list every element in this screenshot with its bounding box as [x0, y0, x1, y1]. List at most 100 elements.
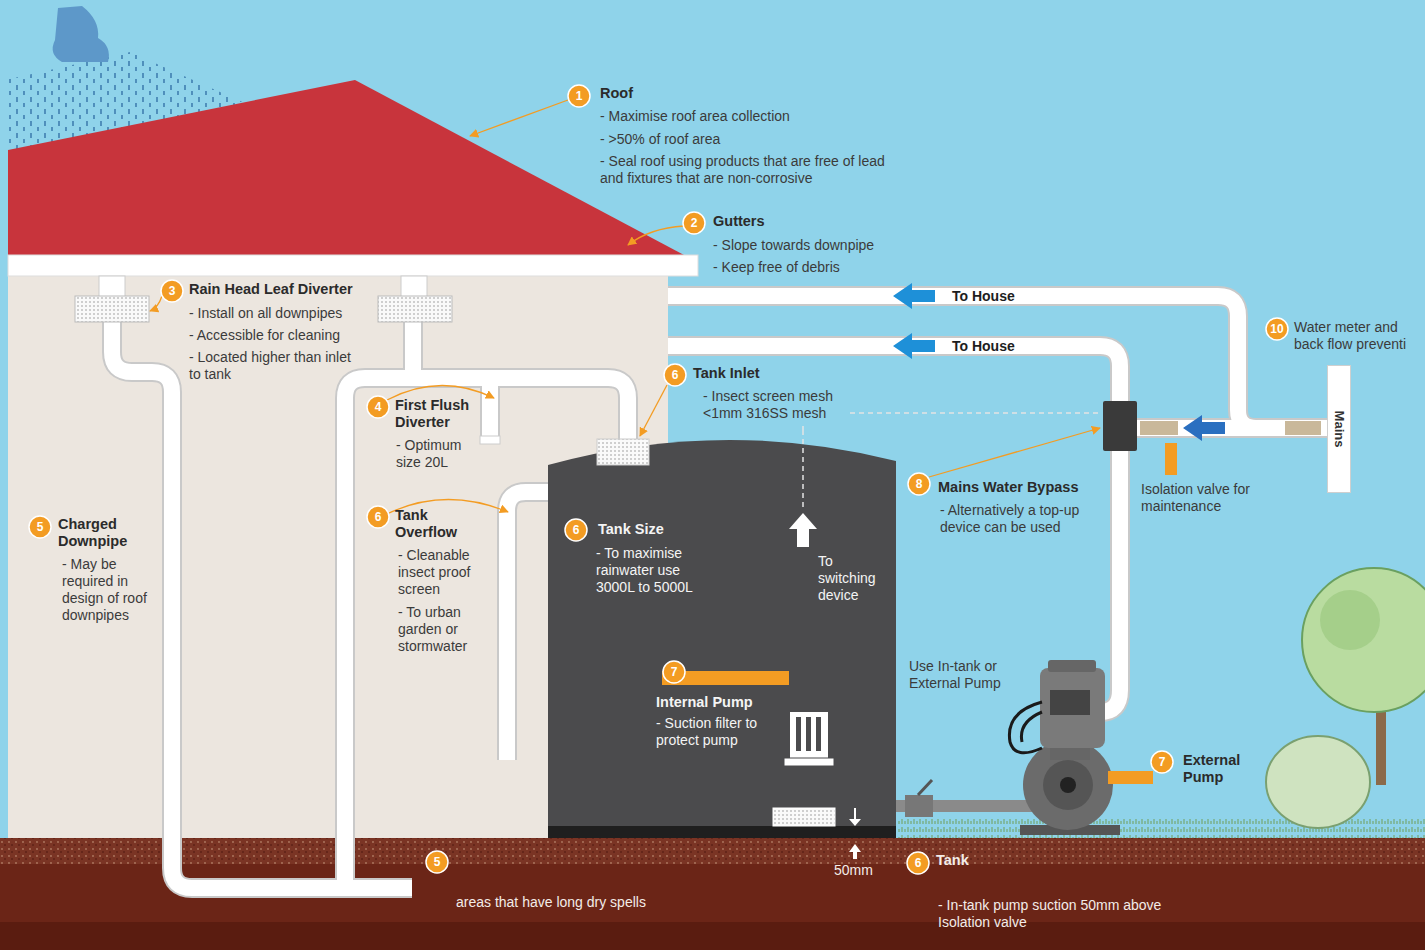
callout-number: 6: [664, 364, 686, 386]
pipe: [1135, 420, 1330, 436]
rain-head-connector: [99, 276, 427, 298]
water-tank: 6Tank Size- To maximise rainwater use 30…: [545, 425, 899, 838]
callout-text: - Maximise roof area collection: [600, 108, 790, 125]
rain-head-connector: [99, 276, 125, 298]
callout-number: 3: [161, 280, 183, 302]
callout-circle: [1266, 318, 1288, 340]
tank-outline: [789, 513, 817, 547]
callout-number: 4: [367, 396, 389, 418]
callout-circle: [367, 506, 389, 528]
leader-line: [150, 296, 162, 311]
callout-number: 7: [1151, 751, 1173, 773]
tank-outline: [790, 712, 828, 758]
outlet-pipe: [918, 780, 932, 795]
pipe: [668, 296, 1330, 428]
external-pump: [1043, 760, 1093, 810]
callout-number: 6: [907, 852, 929, 874]
callout-text: - Alternatively a top-up device can be u…: [940, 502, 1108, 536]
flow-arrow: [893, 283, 1225, 441]
callout-text: - Install on all downpipes: [189, 305, 342, 322]
callout-text: Isolation valve for maintenance: [1141, 481, 1276, 515]
callout-heading: External Pump: [1183, 752, 1258, 786]
leader-line: [628, 226, 684, 245]
callout-circle: [29, 85, 1288, 874]
callout-heading: Tank: [936, 852, 969, 869]
callout-circle: [568, 85, 590, 107]
pipe: [507, 492, 550, 760]
ground: [0, 838, 1425, 864]
external-pump: [1009, 660, 1120, 835]
tank-outline: [545, 425, 899, 838]
callout-circle: [367, 396, 389, 418]
dashed-line: [802, 426, 804, 430]
callout-heading: Rain Head Leaf Diverter: [189, 281, 353, 298]
callout-text: - Keep free of debris: [713, 259, 840, 276]
pipe: [507, 492, 550, 760]
first-flush-cap: [480, 436, 500, 444]
callout-heading: Mains Water Bypass: [938, 479, 1078, 496]
callout-circle: [908, 473, 930, 495]
roof: [8, 80, 684, 255]
pipe: [482, 378, 498, 440]
pump-pointer: [1108, 771, 1153, 784]
callout-number: 6: [367, 506, 389, 528]
tank-outline: [816, 717, 821, 751]
tank-outline: [773, 808, 835, 826]
leader-line: [150, 100, 1100, 514]
callout-text: - Accessible for cleaning: [189, 327, 340, 344]
flow-arrow: [893, 333, 935, 359]
roof: [8, 80, 684, 255]
callout-heading: Internal Pump: [656, 694, 753, 711]
pipe: [112, 296, 1330, 888]
callout-text: - Located higher than inlet to tank: [189, 349, 357, 383]
pipe: [1135, 418, 1330, 438]
flow-arrow: [893, 283, 935, 309]
outlet-pipe: [895, 780, 1045, 817]
callout-text: - >50% of roof area: [600, 131, 720, 148]
callout-heading: Roof: [600, 85, 633, 102]
tank-outline: [849, 819, 861, 826]
callout-heading: Tank Inlet: [693, 365, 760, 382]
dashed-line: [803, 413, 1098, 430]
bypass-device: [1103, 401, 1137, 451]
leaf-diverter: [75, 296, 149, 322]
callout-circle: [1151, 751, 1173, 773]
callout-heading: Charged Downpipe: [58, 516, 153, 550]
isolation-valve: [1165, 443, 1177, 475]
fascia: [8, 255, 698, 276]
callout-number: 10: [1266, 318, 1288, 340]
tank-outline: [565, 519, 587, 541]
callout-heading: Tank Size: [598, 521, 664, 538]
external-pump: [1060, 777, 1076, 793]
leader-line: [929, 428, 1100, 477]
callout-circle: [683, 212, 705, 234]
pipe: [112, 296, 1330, 888]
isolation-valve: [1165, 443, 1177, 475]
callout-circle: [664, 364, 686, 386]
tank-outline: [597, 439, 649, 465]
tank-outline: [663, 661, 685, 683]
tree: [1302, 568, 1425, 712]
vertical-label: Mains: [1331, 411, 1348, 448]
suction-arrow: [849, 844, 861, 859]
dashed-line: [850, 412, 1098, 414]
callout-number: 5: [426, 851, 448, 873]
callout-number: 7: [663, 661, 685, 683]
flow-arrow: [1183, 415, 1225, 441]
callout-circle: [907, 852, 929, 874]
callout-text: - May be required in design of roof down…: [62, 556, 157, 624]
tank-outline: [784, 758, 834, 766]
callout-text: Water meter and back flow preventi: [1294, 319, 1422, 353]
fascia: [8, 255, 698, 276]
pipe-label: To House: [952, 338, 1015, 354]
leader-line: [640, 385, 667, 436]
tree: [1266, 736, 1370, 828]
callout-heading: Gutters: [713, 213, 765, 230]
leaf-diverter: [75, 296, 452, 322]
outlet-pipe: [905, 795, 933, 817]
pipe: [480, 378, 500, 440]
external-pump: [1040, 668, 1105, 748]
